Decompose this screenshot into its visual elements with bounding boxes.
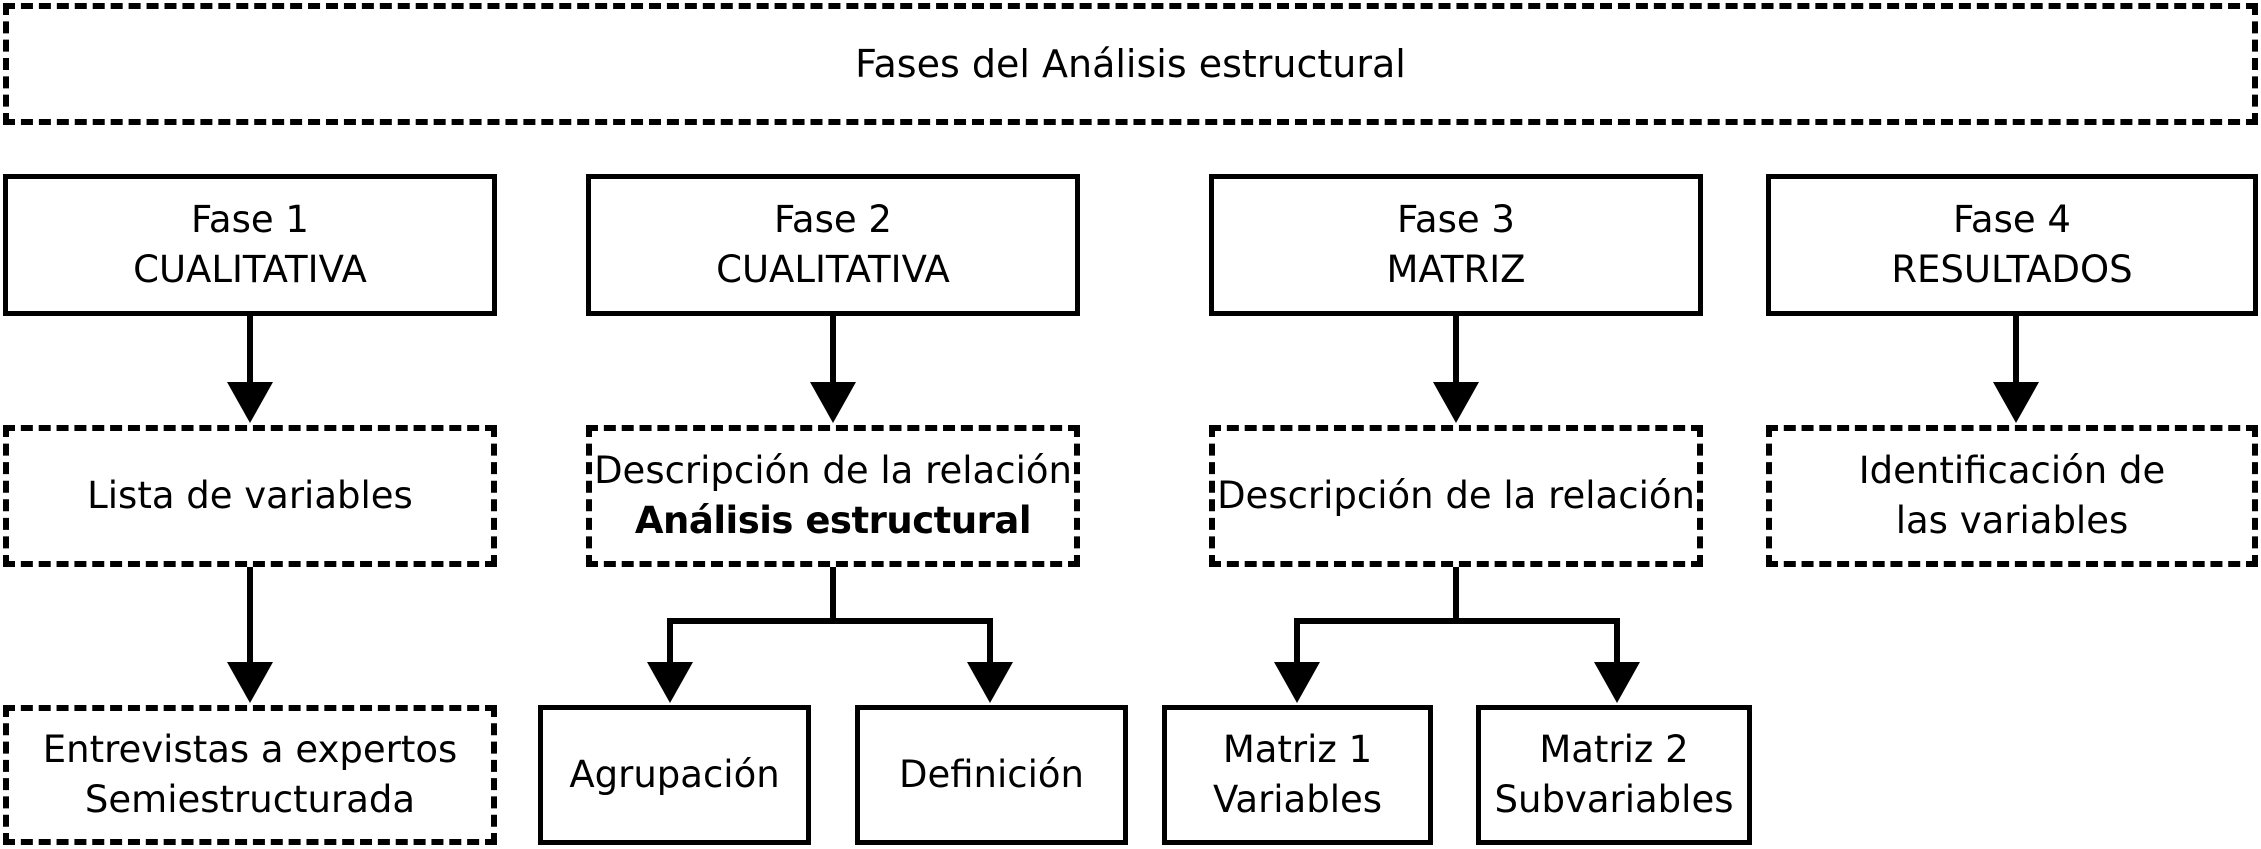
detail-interviews-box: Entrevistas a expertos Semiestructurada [3, 705, 497, 845]
detail-agrupacion-text: Agrupación [569, 753, 780, 796]
output-2-emphasis: Análisis estructural [634, 499, 1032, 542]
phase-2-number: Fase 2 [774, 198, 892, 241]
phase-1-type: CUALITATIVA [133, 248, 367, 291]
diagram-title-box: Fases del Análisis estructural [3, 3, 2258, 125]
output-4-line1: Identificación de [1858, 449, 2166, 492]
output-1-box: Lista de variables [3, 425, 497, 567]
output-3-text: Descripción de la relación [1217, 474, 1695, 517]
phase-2-type: CUALITATIVA [716, 248, 950, 291]
arrowhead-output3-to-matriz2 [1594, 662, 1640, 703]
detail-definicion-box: Definición [855, 705, 1128, 845]
output-2-text: Descripción de la relación [594, 449, 1072, 492]
phase-3-box: Fase 3 MATRIZ [1209, 174, 1703, 316]
phase-4-box: Fase 4 RESULTADOS [1766, 174, 2258, 316]
phase-4-number: Fase 4 [1953, 198, 2071, 241]
detail-matriz2-line1: Matriz 2 [1539, 728, 1689, 771]
detail-agrupacion-box: Agrupación [538, 705, 811, 845]
output-1-text: Lista de variables [87, 474, 413, 517]
arrowhead-phase3-to-output3 [1433, 382, 1479, 423]
output-2-box: Descripción de la relación Análisis estr… [586, 425, 1080, 567]
output-4-box: Identificación de las variables [1766, 425, 2258, 567]
detail-matriz2-box: Matriz 2 Subvariables [1476, 705, 1752, 845]
output-4-line2: las variables [1895, 499, 2129, 542]
phase-4-type: RESULTADOS [1891, 248, 2133, 291]
detail-definicion-text: Definición [899, 753, 1084, 796]
phase-1-number: Fase 1 [191, 198, 309, 241]
detail-matriz1-box: Matriz 1 Variables [1162, 705, 1433, 845]
phase-2-box: Fase 2 CUALITATIVA [586, 174, 1080, 316]
output-3-box: Descripción de la relación [1209, 425, 1703, 567]
detail-matriz2-line2: Subvariables [1494, 778, 1734, 821]
detail-interviews-line1: Entrevistas a expertos [42, 728, 458, 771]
arrowhead-phase4-to-output4 [1993, 382, 2039, 423]
arrowhead-output1-to-detail1 [227, 662, 273, 703]
detail-matriz1-line2: Variables [1212, 778, 1383, 821]
arrowhead-output2-to-definicion [967, 662, 1013, 703]
phase-3-number: Fase 3 [1397, 198, 1515, 241]
detail-interviews-line2: Semiestructurada [84, 778, 416, 821]
arrowhead-phase1-to-output1 [227, 382, 273, 423]
phase-1-box: Fase 1 CUALITATIVA [3, 174, 497, 316]
detail-matriz1-line1: Matriz 1 [1222, 728, 1373, 771]
diagram-title: Fases del Análisis estructural [855, 42, 1406, 86]
arrowhead-output3-to-matriz1 [1274, 662, 1320, 703]
arrowhead-phase2-to-output2 [810, 382, 856, 423]
phase-3-type: MATRIZ [1386, 248, 1526, 291]
arrowhead-output2-to-agrupacion [647, 662, 693, 703]
